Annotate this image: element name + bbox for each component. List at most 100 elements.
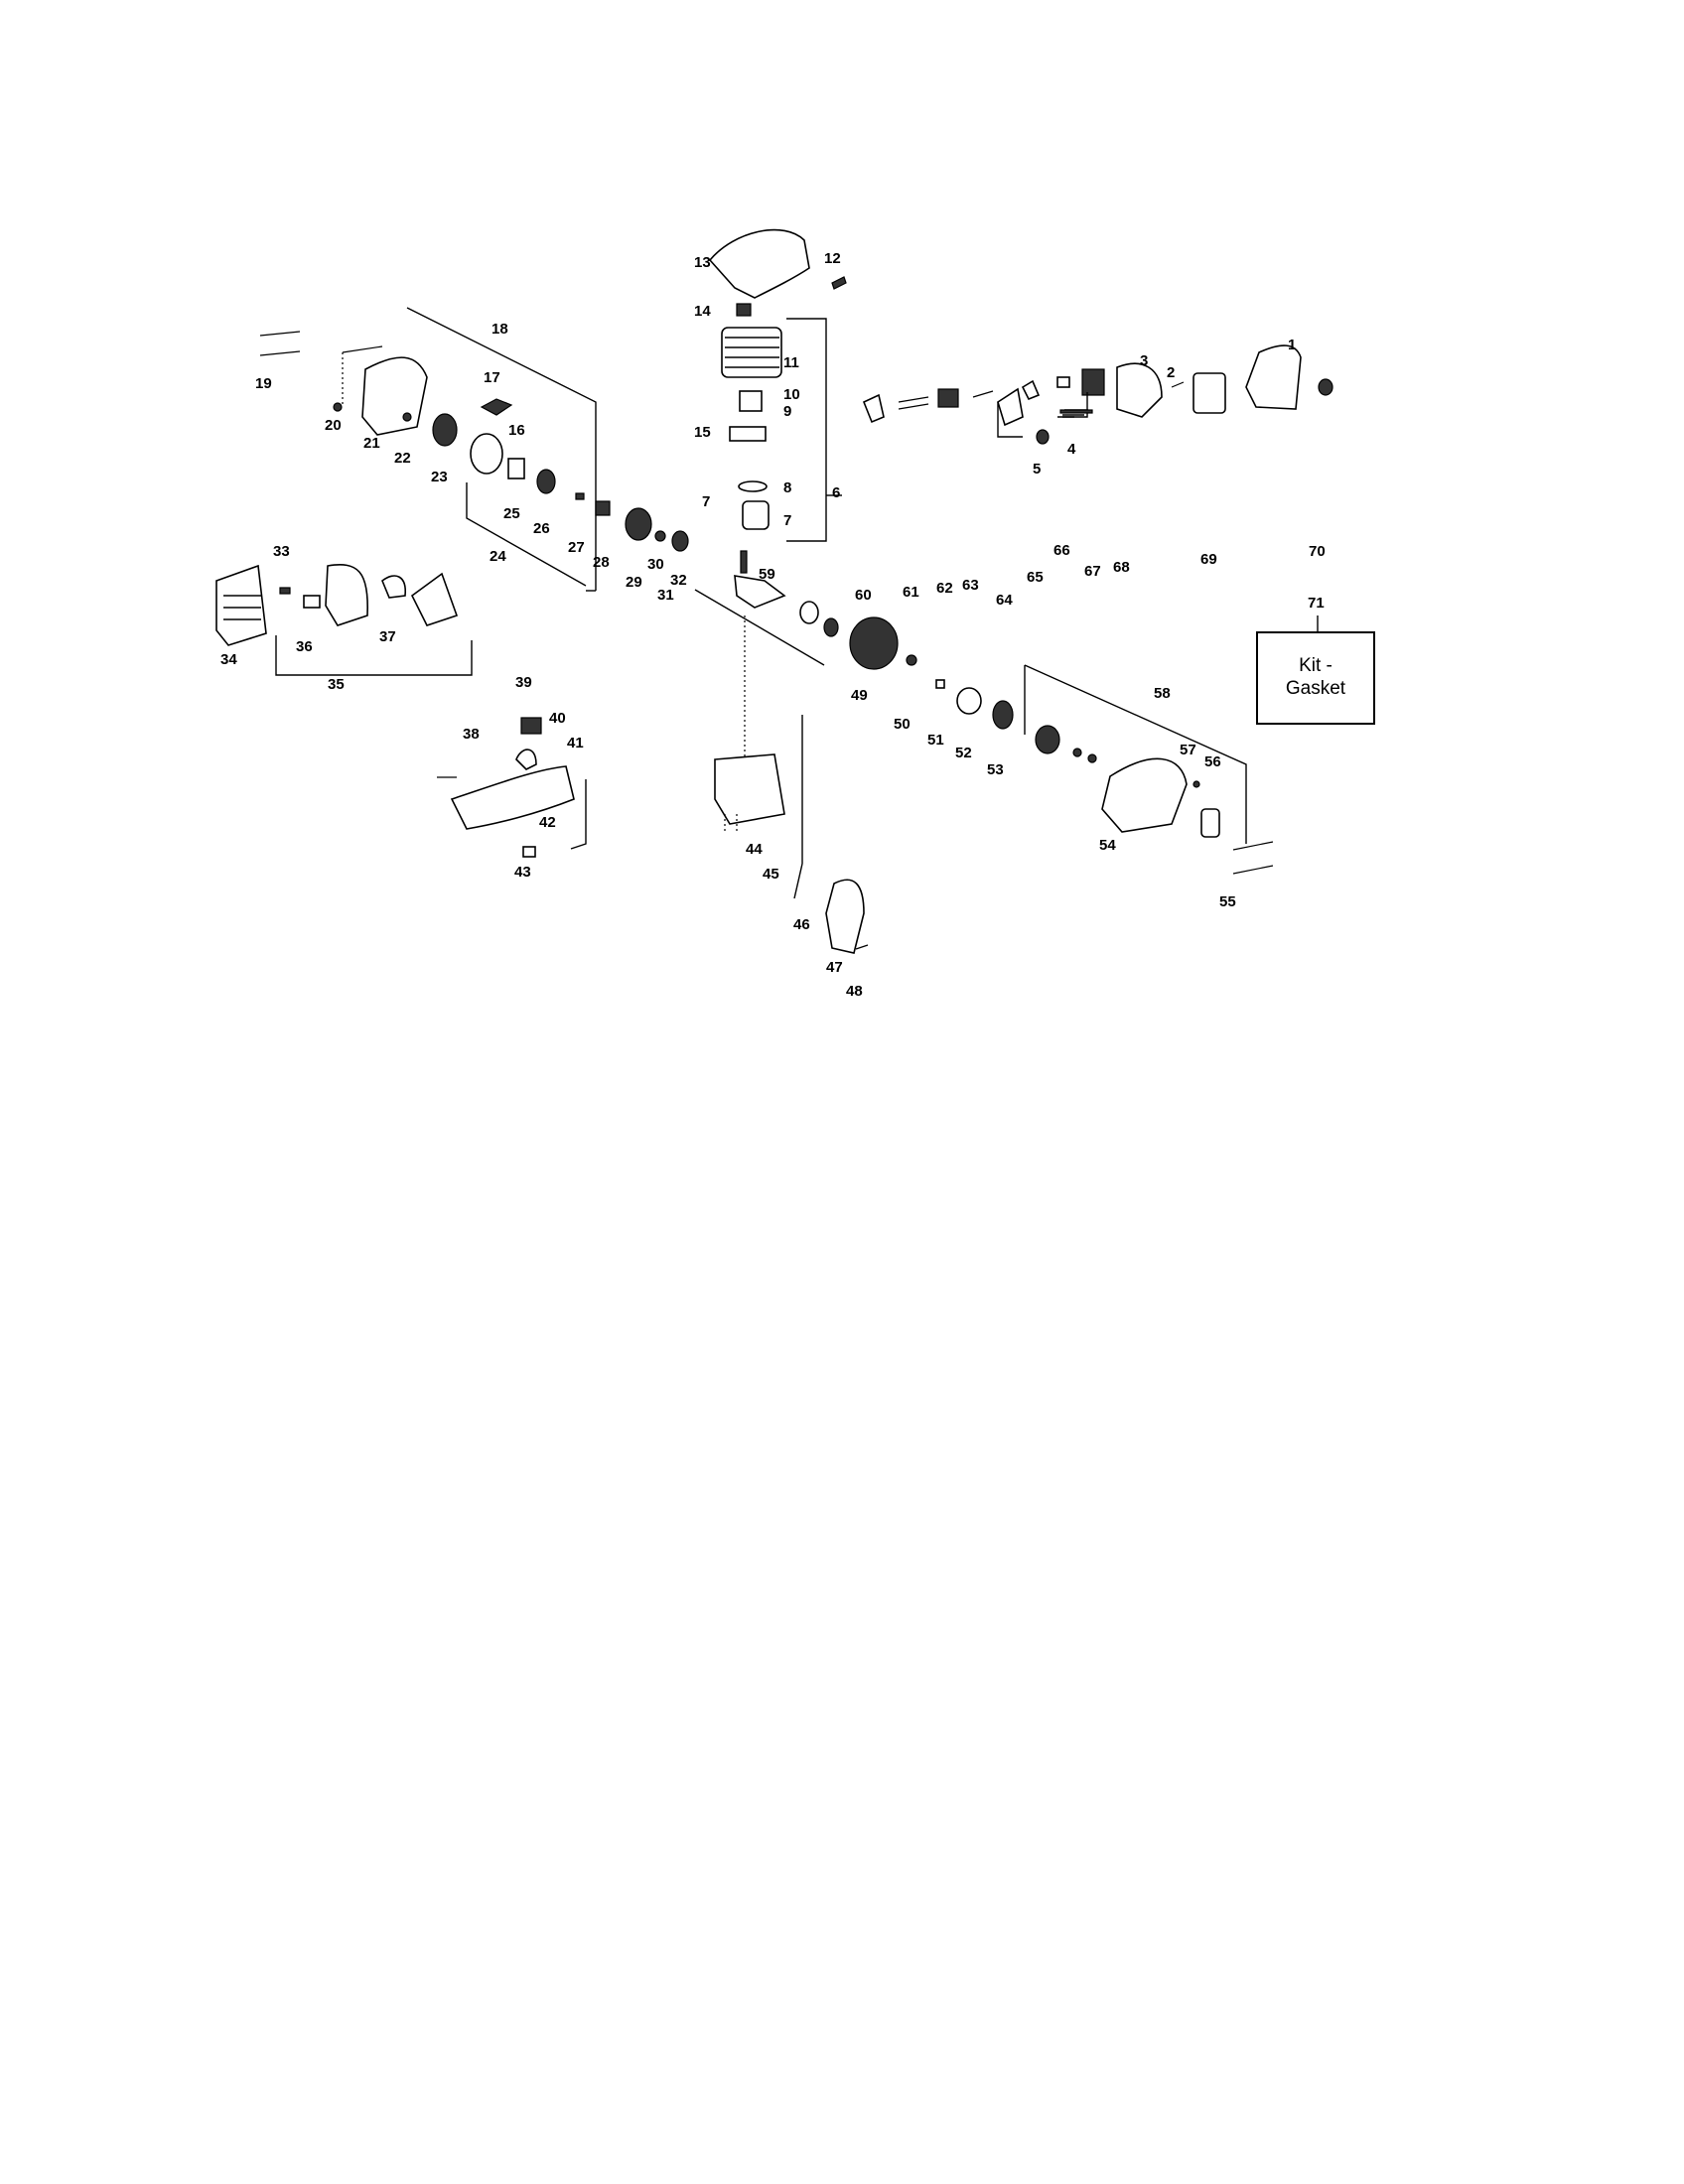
part-5 — [1036, 429, 1050, 445]
part-61-screws — [898, 396, 929, 410]
label-67: 67 — [1084, 563, 1101, 580]
part-12-screw — [831, 276, 847, 290]
label-5: 5 — [1033, 461, 1041, 478]
label-19: 19 — [255, 375, 272, 392]
part-airbox — [325, 564, 368, 626]
part-26 — [536, 469, 556, 494]
part-17-handle — [480, 398, 513, 416]
part-16-pulley — [470, 433, 503, 475]
label-36: 36 — [296, 638, 313, 655]
part-10-plate — [739, 390, 763, 412]
part-4 — [1059, 409, 1093, 414]
label-63: 63 — [962, 577, 979, 594]
label-57: 57 — [1180, 742, 1196, 758]
label-10: 10 — [783, 386, 800, 403]
label-59: 59 — [759, 566, 775, 583]
label-58: 58 — [1154, 685, 1171, 702]
label-15: 15 — [694, 424, 711, 441]
label-23: 23 — [431, 469, 448, 485]
label-2: 2 — [1167, 364, 1175, 381]
label-18: 18 — [491, 321, 508, 338]
label-12: 12 — [824, 250, 841, 267]
part-25-spring — [507, 458, 525, 479]
label-31: 31 — [657, 587, 674, 604]
label-21: 21 — [363, 435, 380, 452]
label-25: 25 — [503, 505, 520, 522]
part-2 — [1171, 381, 1185, 388]
part-68-housing — [1116, 362, 1163, 418]
label-3: 3 — [1140, 352, 1148, 369]
label-28: 28 — [593, 554, 610, 571]
label-42: 42 — [539, 814, 556, 831]
part-64-gasket — [997, 387, 1024, 427]
part-70 — [1318, 378, 1333, 396]
part-52-disc — [956, 687, 982, 715]
part-47-coil — [825, 879, 865, 954]
label-64: 64 — [996, 592, 1013, 609]
part-33 — [279, 587, 291, 595]
part-67-carburetor — [1081, 368, 1105, 396]
label-45: 45 — [763, 866, 779, 883]
label-51: 51 — [927, 732, 944, 749]
callout-labels: 1 2 3 4 5 6 7 7 8 9 10 11 12 13 14 15 16… — [220, 250, 1326, 1000]
part-40 — [515, 749, 537, 770]
label-1: 1 — [1288, 337, 1296, 353]
part-37 — [381, 575, 406, 599]
part-34-cover — [215, 564, 267, 646]
label-61: 61 — [903, 584, 919, 601]
part-62 — [937, 388, 959, 408]
part-36 — [303, 595, 321, 609]
label-54: 54 — [1099, 837, 1116, 854]
label-32: 32 — [670, 572, 687, 589]
part-handle — [450, 765, 575, 830]
part-27 — [575, 492, 585, 500]
label-11: 11 — [783, 354, 799, 371]
label-68: 68 — [1113, 559, 1130, 576]
label-7b: 7 — [783, 512, 791, 529]
label-33: 33 — [273, 543, 290, 560]
part-49-flywheel — [849, 616, 899, 670]
part-8-ring — [738, 480, 768, 492]
part-65 — [1021, 379, 1041, 401]
label-9: 9 — [783, 403, 791, 420]
part-32 — [671, 530, 689, 552]
label-49: 49 — [851, 687, 868, 704]
part-23-pulley — [432, 413, 458, 447]
label-24: 24 — [490, 548, 506, 565]
label-55: 55 — [1219, 893, 1236, 910]
part-48-screw — [855, 944, 869, 950]
part-43 — [522, 846, 536, 858]
label-26: 26 — [533, 520, 550, 537]
part-13-cover — [708, 228, 810, 299]
label-16: 16 — [508, 422, 525, 439]
part-58-gearhead — [1101, 757, 1188, 833]
label-22: 22 — [394, 450, 411, 467]
label-39: 39 — [515, 674, 532, 691]
label-71: 71 — [1308, 595, 1325, 612]
label-69: 69 — [1200, 551, 1217, 568]
part-28 — [595, 500, 611, 516]
label-8: 8 — [783, 479, 791, 496]
label-4: 4 — [1067, 441, 1076, 458]
part-15-gasket — [729, 426, 767, 442]
label-46: 46 — [793, 916, 810, 933]
part-57 — [1193, 780, 1200, 788]
label-37: 37 — [379, 628, 396, 645]
label-7a: 7 — [702, 493, 710, 510]
part-30 — [654, 530, 666, 542]
part-66 — [1056, 376, 1070, 388]
part-50 — [906, 654, 917, 666]
part-shapes — [215, 228, 1333, 954]
part-21-housing — [361, 356, 428, 436]
label-56: 56 — [1204, 753, 1221, 770]
part-53 — [992, 700, 1014, 730]
part-44-crankcase — [714, 753, 785, 825]
label-6: 6 — [832, 484, 840, 501]
label-66: 66 — [1053, 542, 1070, 559]
label-14: 14 — [694, 303, 711, 320]
label-52: 52 — [955, 745, 972, 761]
part-11-cylinder — [721, 327, 782, 378]
part-59-crankshaft — [734, 575, 786, 609]
part-63 — [972, 390, 994, 398]
part-piston — [742, 500, 770, 530]
